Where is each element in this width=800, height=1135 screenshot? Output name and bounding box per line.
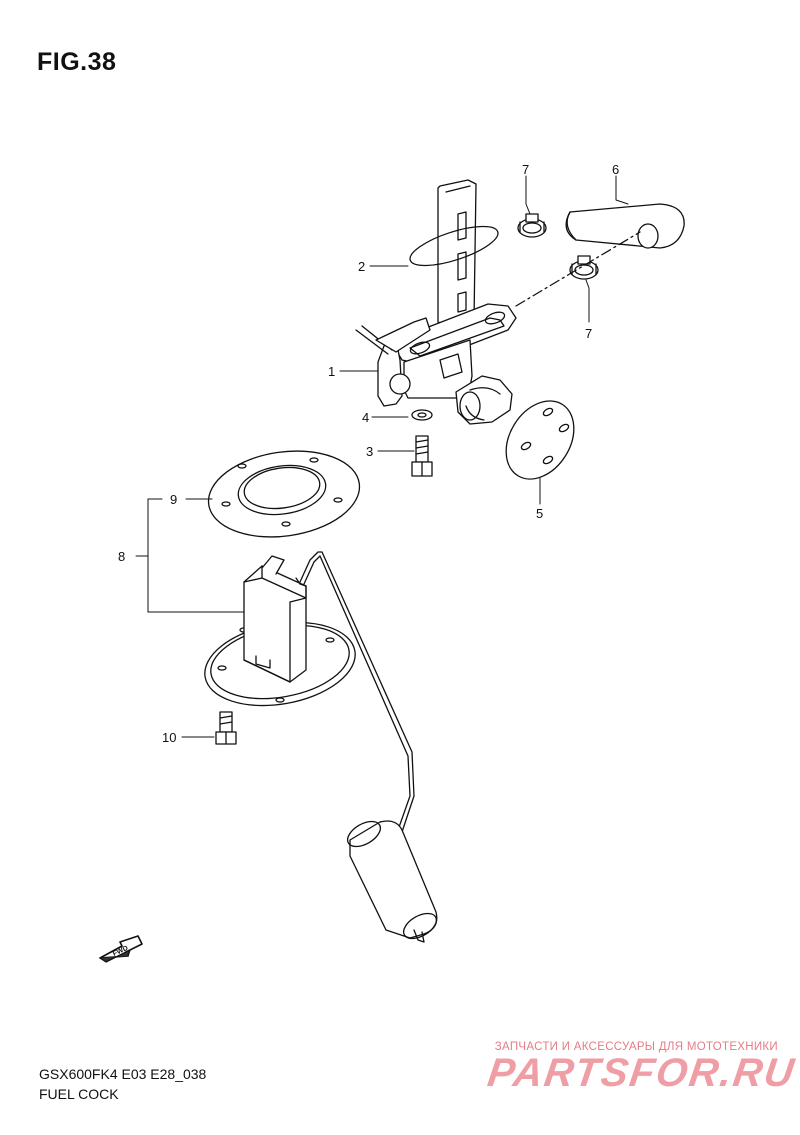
leader-lines [135, 175, 629, 738]
watermark-tagline: ЗАПЧАСТИ И АКСЕССУАРЫ ДЛЯ МОТОТЕХНИКИ [494, 1041, 778, 1053]
callout-10: 10 [162, 730, 176, 745]
bolt-lower-part [215, 711, 237, 745]
fuel-cock-body-part [355, 303, 517, 425]
bolt-upper-part [411, 435, 433, 477]
hose-clamp-upper-part [517, 213, 547, 238]
cock-gasket-part [505, 400, 575, 480]
fuel-hose-part [565, 203, 685, 249]
callout-7-upper: 7 [522, 162, 529, 177]
fuel-level-gauge-part [204, 551, 438, 943]
callout-2: 2 [358, 259, 365, 274]
hose-clamp-lower-part [569, 255, 599, 280]
callout-1: 1 [328, 364, 335, 379]
section-name: FUEL COCK [39, 1086, 119, 1102]
callout-7-lower: 7 [585, 326, 592, 341]
model-code: GSX600FK4 E03 E28_038 [39, 1066, 207, 1082]
watermark-brand: PARTSFOR.RU [484, 1051, 799, 1095]
callout-8: 8 [118, 549, 125, 564]
gauge-gasket-part [207, 450, 361, 538]
figure-title: FIG.38 [37, 48, 117, 76]
fwd-arrow-icon [99, 935, 143, 963]
callout-4: 4 [362, 410, 369, 425]
washer-part [411, 409, 433, 421]
callout-9: 9 [170, 492, 177, 507]
callout-3: 3 [366, 444, 373, 459]
callout-6: 6 [612, 162, 619, 177]
callout-5: 5 [536, 506, 543, 521]
